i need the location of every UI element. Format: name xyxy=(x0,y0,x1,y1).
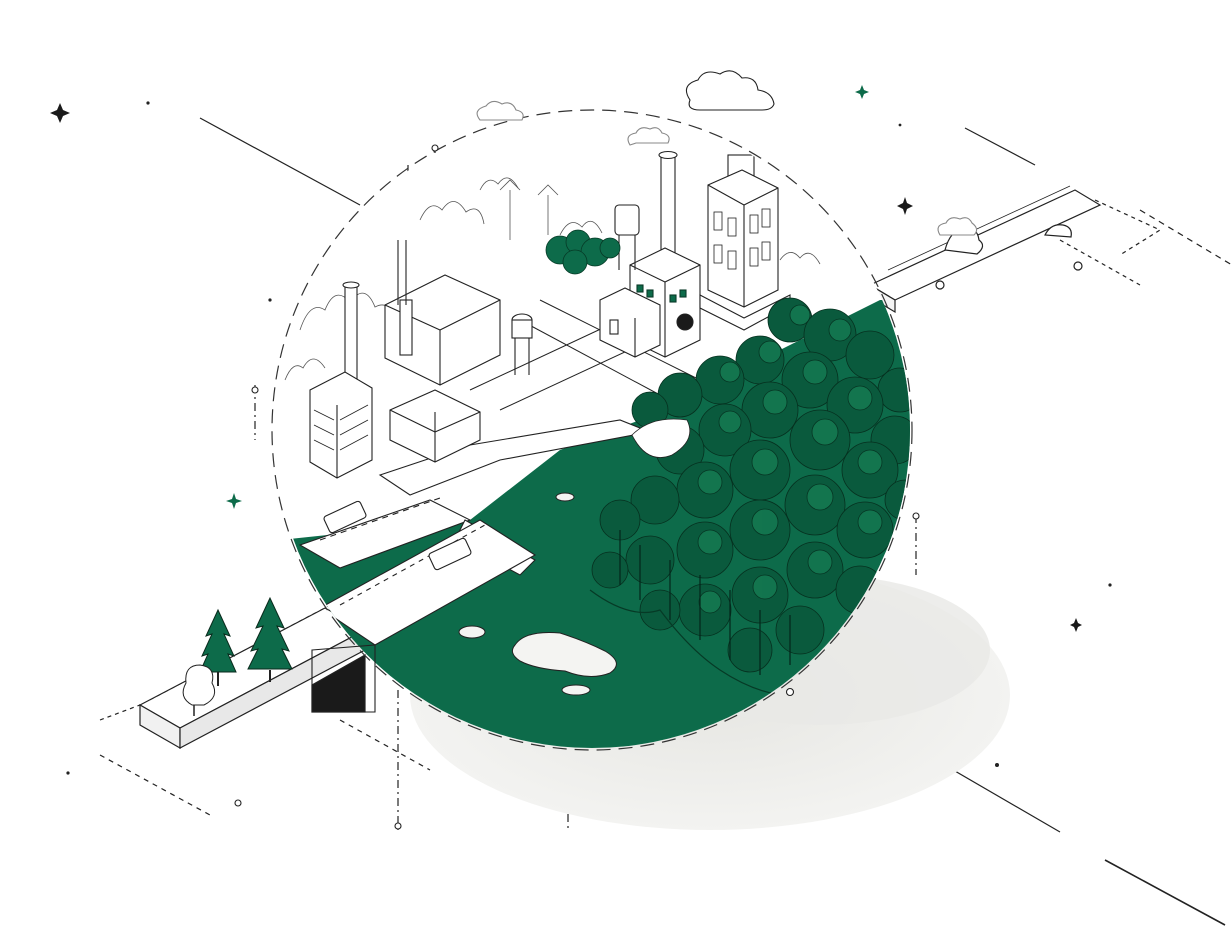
factory-left xyxy=(309,240,533,479)
sparkle-icon xyxy=(50,85,1112,775)
tree-icon xyxy=(182,596,293,716)
cloud-icon xyxy=(476,70,978,236)
right-walkway xyxy=(868,185,1162,314)
globe xyxy=(271,109,913,751)
sketch-forest xyxy=(284,177,821,381)
dense-forest xyxy=(591,297,910,675)
ponds xyxy=(458,492,617,696)
tree-cluster-small xyxy=(545,229,621,275)
left-walkway xyxy=(99,604,367,750)
office-tower xyxy=(699,154,791,331)
factory-center xyxy=(599,150,701,358)
marker-pins xyxy=(234,144,920,830)
